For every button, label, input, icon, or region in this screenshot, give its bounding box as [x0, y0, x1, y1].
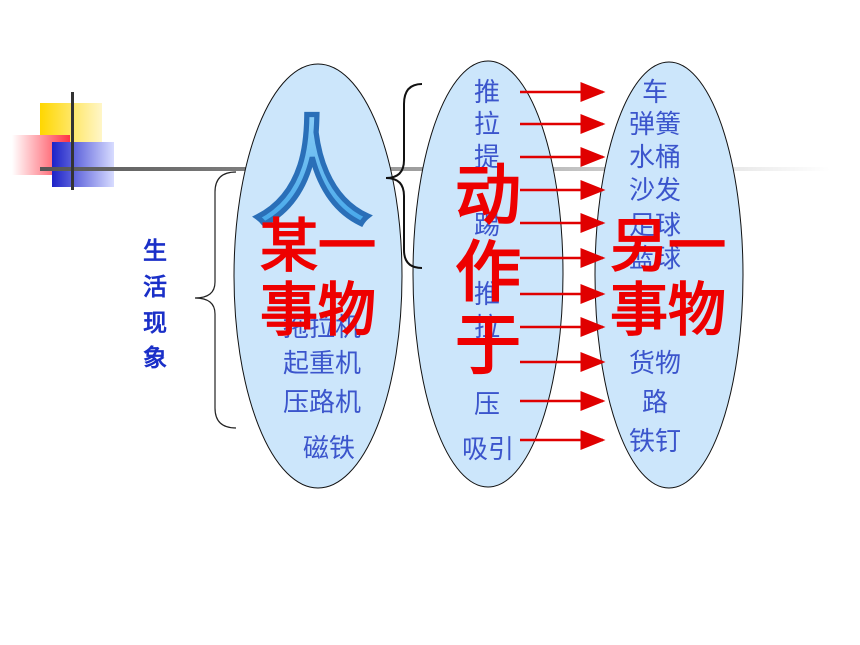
big-label-right-2: 事物: [610, 276, 726, 344]
side-label-char: 生: [143, 236, 167, 265]
side-label-char: 现: [143, 308, 167, 337]
object-item: 篮球: [629, 244, 681, 274]
object-item: 货物: [629, 349, 681, 379]
person-glyph: 人: [252, 103, 372, 244]
side-label-char: 活: [143, 272, 167, 301]
object-item: 车: [642, 78, 668, 108]
action-item: 踢: [474, 211, 500, 241]
left-brace: [194, 171, 237, 429]
big-label-left-2: 事物: [260, 276, 376, 344]
object-item: 铁钉: [629, 427, 681, 457]
object-item: 足球: [629, 211, 681, 241]
object-item: 水桶: [629, 143, 681, 173]
left-item: 起重机: [283, 349, 361, 379]
big-label-right-1: 另一: [610, 212, 726, 280]
action-item: 吸引: [462, 435, 514, 465]
object-item: 沙发: [629, 176, 681, 206]
big-label-middle-1: 动: [455, 157, 521, 234]
left-item: 拖拉机: [283, 313, 361, 343]
action-item: 拉: [474, 110, 500, 140]
action-item: 压: [474, 390, 500, 420]
action-item: 提: [474, 143, 500, 173]
left-item: 压路机: [283, 388, 361, 418]
action-item: 推: [474, 280, 500, 310]
object-item: 弹簧: [629, 110, 681, 140]
action-item: 推: [474, 78, 500, 108]
right-ellipse: [594, 61, 744, 489]
blue-square: [52, 142, 114, 187]
left-item: 磁铁: [303, 434, 355, 464]
action-item: 拉: [474, 313, 500, 343]
object-item: 路: [642, 388, 668, 418]
big-label-middle-3: 于: [455, 307, 521, 384]
side-label-char: 象: [143, 343, 167, 372]
top-brace: [385, 83, 423, 269]
left-ellipse: [233, 63, 403, 489]
middle-ellipse: [412, 60, 564, 488]
big-label-left-1: 某一: [260, 212, 376, 280]
vertical-rule: [71, 92, 74, 190]
big-label-middle-2: 作: [455, 234, 521, 311]
